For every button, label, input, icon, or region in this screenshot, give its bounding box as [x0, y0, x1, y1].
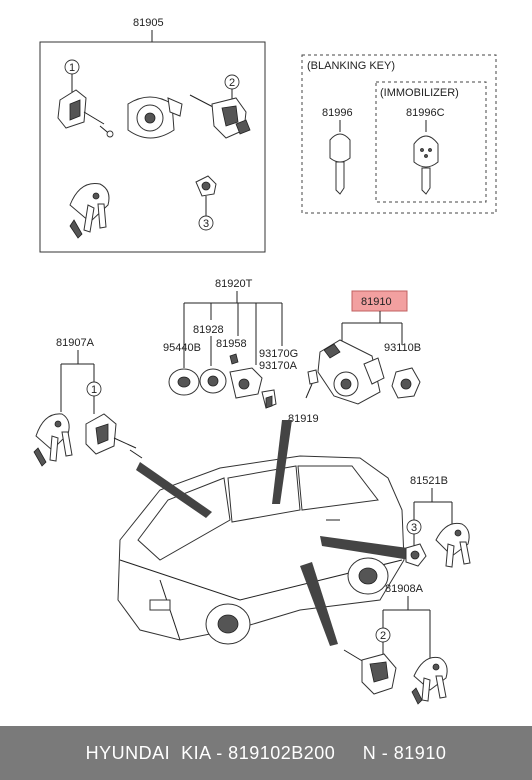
callout-1b: 1: [91, 384, 97, 396]
label-81928: 81928: [193, 324, 224, 336]
label-81910: 81910: [361, 296, 392, 308]
label-81521b: 81521B: [410, 475, 448, 487]
callout-3b: 3: [411, 522, 417, 534]
label-81958: 81958: [216, 338, 247, 350]
callout-2: 2: [229, 77, 235, 89]
immobilizer-key-81996c: [413, 135, 439, 195]
label-81919: 81919: [288, 413, 319, 425]
blank-key-81996: [329, 133, 351, 195]
callout-2b: 2: [380, 630, 386, 642]
immobilizer-box: [375, 81, 487, 203]
lock-cylinder-81907a: [85, 413, 143, 459]
bolt-81919: [305, 369, 319, 399]
label-95440b: 95440B: [163, 342, 201, 354]
kit-box: [39, 41, 266, 253]
ring-95440b: [168, 368, 200, 396]
glovebox-lock-cylinder: 3: [195, 175, 217, 231]
label-81905: 81905: [133, 17, 164, 29]
switch-81958: [229, 353, 263, 399]
callout-3: 3: [203, 218, 209, 230]
door-lock-cylinder-left: 1: [57, 59, 114, 138]
cylinder-81928: [199, 368, 227, 394]
label-81996: 81996: [322, 107, 353, 119]
blanking-key-box: [301, 54, 497, 214]
key-set-kit: [69, 182, 110, 239]
label-81920t: 81920T: [215, 278, 253, 290]
tailgate-lock-cylinder: 2: [189, 74, 251, 139]
label-93170a: 93170A: [259, 360, 298, 372]
label-immobilizer: (IMMOBILIZER): [380, 87, 459, 99]
label-81996c: 81996C: [406, 107, 445, 119]
label-93110b: 93110B: [384, 342, 421, 354]
tailgate-cylinder-81908a: [343, 649, 397, 695]
label-81907a: 81907A: [56, 337, 95, 349]
pointer-arrows: [136, 420, 410, 646]
callout-1: 1: [69, 62, 75, 74]
key-set-81908a: [411, 656, 448, 705]
module-93110b: [391, 367, 421, 399]
lock-assembly-81910: [317, 339, 385, 405]
glovebox-cylinder-81521b: [405, 543, 427, 567]
ignition-cylinder: [127, 96, 183, 139]
parts-diagram: 81905 1 2: [33, 17, 497, 705]
key-set-81521b: [435, 522, 471, 568]
key-set-81907a: [33, 413, 73, 467]
part-number-footer: HYUNDAI KIA - 819102B200 N - 81910: [0, 726, 532, 780]
label-93170g: 93170G: [259, 348, 298, 360]
sensor-93170: [261, 389, 277, 409]
label-81908a: 81908A: [385, 583, 424, 595]
label-blanking-key: (BLANKING KEY): [307, 60, 395, 72]
